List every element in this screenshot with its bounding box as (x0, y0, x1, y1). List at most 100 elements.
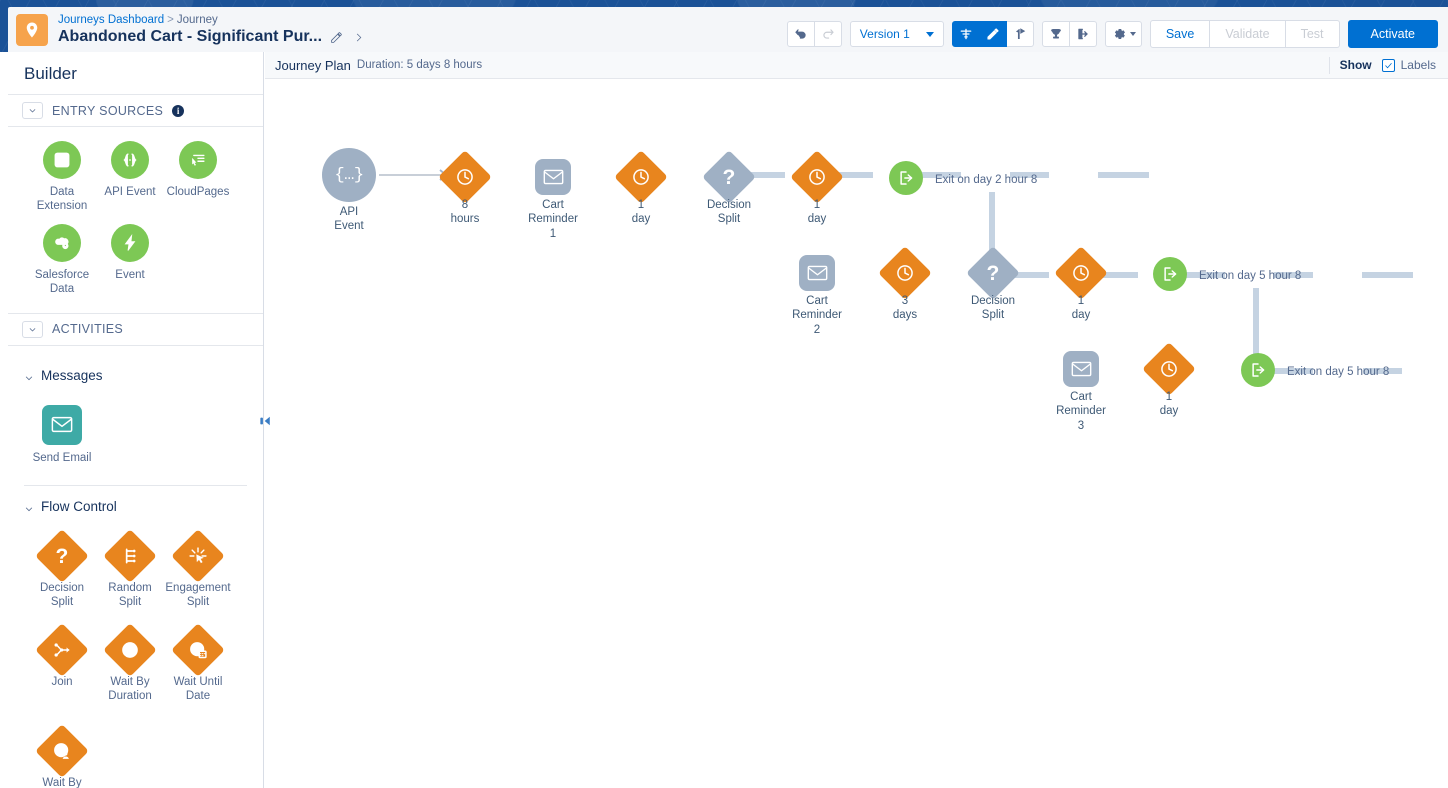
journey-toolbar: Version 1 Save (786, 20, 1438, 48)
palette-item-random-split[interactable]: Random Split (96, 529, 164, 610)
exit-criteria-icon[interactable] (1069, 21, 1097, 47)
journey-plan-title: Journey Plan (275, 57, 351, 73)
journey-canvas[interactable]: {…} API Event 8 hours Cart Reminder 1 1 … (265, 79, 1448, 788)
salesforce-cloud-icon (43, 223, 81, 262)
subsection-header-flow-control[interactable]: Flow Control (8, 486, 263, 518)
labels-checkbox[interactable] (1381, 58, 1395, 72)
pencil-edit-icon[interactable] (979, 21, 1007, 47)
palette-label: Salesforce Data (34, 268, 90, 296)
journey-node-decision-split-1[interactable]: ? Decision Split (702, 150, 756, 225)
journey-node-cart-reminder-1[interactable]: Cart Reminder 1 (528, 159, 578, 240)
goal-flag-icon[interactable] (1006, 21, 1034, 47)
exit-icon (1153, 257, 1187, 291)
exit-icon (1241, 353, 1275, 387)
subsection-label-flow-control: Flow Control (41, 498, 117, 514)
palette-label: Wait By Duration (108, 675, 152, 702)
palette-item-salesforce-data[interactable]: Salesforce Data (28, 223, 96, 297)
page-title: Abandoned Cart - Significant Pur... (58, 28, 323, 46)
api-event-icon: {…} (322, 148, 376, 202)
chevron-down-icon[interactable] (22, 320, 43, 338)
breadcrumb-root-link[interactable]: Journeys Dashboard (58, 14, 165, 26)
journey-node-wait-8-hours[interactable]: 8 hours (438, 150, 492, 225)
palette-label: Wait By Attribute (42, 777, 82, 788)
palette-item-api-event[interactable]: API Event (96, 141, 164, 214)
pencil-icon[interactable] (330, 31, 343, 44)
palette-item-engagement-split[interactable]: Engagement Split (164, 529, 232, 610)
journey-duration: Duration: 5 days 8 hours (356, 59, 483, 71)
gear-caret-icon (1129, 32, 1136, 36)
subsection-header-messages[interactable]: Messages (8, 346, 263, 387)
divider (1328, 56, 1330, 74)
panel-collapse-icon[interactable] (260, 414, 271, 428)
gear-icon[interactable] (1104, 21, 1142, 47)
palette-item-send-email[interactable]: Send Email (28, 404, 96, 465)
palette-item-decision-split[interactable]: ? Decision Split (28, 529, 96, 610)
journey-node-exit-3[interactable]: Exit on day 5 hour 8 (1241, 353, 1389, 387)
palette-item-wait-by-attribute[interactable]: Wait By Attribute (28, 724, 96, 788)
palette-item-data-extension[interactable]: Data Extension (28, 141, 96, 214)
trophy-icon[interactable] (1041, 21, 1070, 47)
palette-label: Data Extension (36, 186, 88, 213)
breadcrumb: Journeys Dashboard>Journey (58, 14, 364, 27)
journey-node-cart-reminder-3[interactable]: Cart Reminder 3 (1056, 351, 1106, 432)
breadcrumb-current: Journey (176, 14, 218, 26)
node-label: Cart Reminder 2 (792, 295, 842, 336)
node-label: 3 days (892, 295, 918, 322)
view-mode-group (951, 21, 1034, 47)
sidebar-scroll-region[interactable]: Builder ENTRY SOURCES i Data Extension A… (8, 52, 263, 788)
breadcrumb-separator: > (167, 14, 174, 26)
engagement-cursor-icon (171, 529, 225, 583)
palette-item-wait-by-duration[interactable]: Wait By Duration (96, 622, 164, 704)
page-title-row: Abandoned Cart - Significant Pur... (58, 28, 364, 46)
question-mark-icon: ? (702, 150, 756, 204)
goal-exit-group (1041, 21, 1097, 47)
section-header-activities[interactable]: ACTIVITIES (8, 312, 263, 346)
node-label: Decision Split (706, 199, 752, 226)
journey-node-wait-1-day-a[interactable]: 1 day (614, 150, 668, 225)
clock-icon (438, 150, 492, 204)
palette-label: Decision Split (39, 581, 85, 609)
node-label: Exit on day 2 hour 8 (935, 174, 1038, 186)
summary-icon[interactable] (951, 21, 980, 47)
chevron-down-icon[interactable] (22, 102, 43, 119)
info-icon[interactable]: i (172, 104, 185, 117)
palette-item-event[interactable]: Event (96, 223, 164, 297)
clock-icon (103, 622, 157, 677)
validate-button[interactable]: Validate (1210, 20, 1286, 48)
section-header-entry-sources[interactable]: ENTRY SOURCES i (8, 94, 263, 127)
palette-item-wait-until-date[interactable]: Wait Until Date (164, 622, 232, 704)
labels-label: Labels (1400, 58, 1436, 72)
envelope-icon (799, 255, 835, 291)
journey-node-wait-1-day-c[interactable]: 1 day (1054, 246, 1108, 321)
journey-node-wait-1-day-b[interactable]: 1 day (790, 150, 844, 225)
node-label: 1 day (807, 199, 827, 226)
journey-node-exit-1[interactable]: Exit on day 2 hour 8 (889, 161, 1037, 195)
redo-icon[interactable] (814, 21, 842, 47)
journey-node-cart-reminder-2[interactable]: Cart Reminder 2 (792, 255, 842, 336)
version-selector[interactable]: Version 1 (849, 21, 944, 47)
chevron-down-icon (925, 31, 934, 37)
node-label: Exit on day 5 hour 8 (1199, 270, 1302, 282)
palette-item-cloudpages[interactable]: CloudPages (164, 141, 232, 214)
activate-button[interactable]: Activate (1347, 20, 1438, 48)
palette-label: Send Email (32, 451, 92, 464)
undo-icon[interactable] (786, 21, 815, 47)
journey-node-wait-3-days[interactable]: 3 days (878, 246, 932, 321)
palette-label: Engagement Split (165, 581, 231, 609)
palette-label: Join (51, 675, 73, 688)
palette-label: Event (115, 268, 145, 281)
journey-node-wait-1-day-d[interactable]: 1 day (1142, 342, 1196, 417)
journey-node-exit-2[interactable]: Exit on day 5 hour 8 (1153, 257, 1301, 291)
data-extension-icon (43, 141, 81, 179)
save-button[interactable]: Save (1149, 20, 1211, 48)
journey-node-entry[interactable]: {…} API Event (322, 148, 376, 232)
palette-item-join[interactable]: Join (28, 622, 96, 704)
test-button[interactable]: Test (1285, 20, 1340, 48)
question-mark-icon: ? (35, 529, 89, 583)
api-event-icon (111, 141, 149, 179)
clock-icon (614, 150, 668, 204)
chevron-down-icon (24, 501, 34, 512)
chevron-right-icon[interactable] (353, 31, 364, 44)
envelope-icon (1063, 351, 1099, 387)
journey-node-decision-split-2[interactable]: ? Decision Split (966, 246, 1020, 321)
